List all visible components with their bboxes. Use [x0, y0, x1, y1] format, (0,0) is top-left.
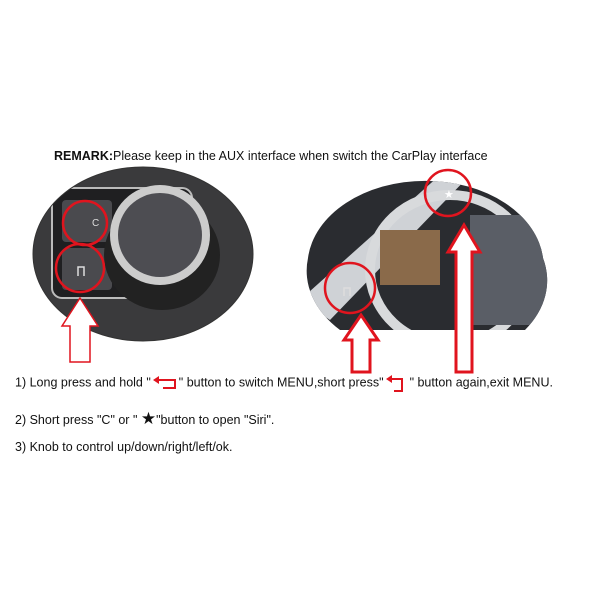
instruction-2: 2) Short press "C" or " ★"button to open… [15, 409, 274, 429]
instruction-text: " button again,exit MENU. [409, 375, 553, 390]
right-back-button-highlight [323, 261, 377, 315]
star-button-icon: ★ [444, 189, 454, 201]
star-icon: ★ [140, 409, 157, 428]
up-arrow-icon [445, 222, 483, 374]
left-controller-photo: C [33, 167, 253, 341]
instruction-text: " button to switch MENU,short press" [178, 375, 384, 390]
instruction-text: 1) Long press and hold " [15, 375, 151, 390]
back-arrow-icon [152, 376, 176, 389]
back-button-icon [77, 266, 85, 276]
back-button-icon [343, 287, 351, 296]
back-button-highlight [54, 242, 106, 294]
up-arrow-icon [341, 312, 381, 374]
instruction-3: 3) Knob to control up/down/right/left/ok… [15, 440, 233, 454]
up-arrow-icon [60, 296, 100, 363]
instruction-1: 1) Long press and hold " " button to swit… [15, 374, 553, 392]
instruction-text: 2) Short press "C" or " [15, 413, 141, 427]
remark-text: Please keep in the AUX interface when sw… [113, 149, 488, 163]
remark-note: REMARK:Please keep in the AUX interface … [54, 149, 488, 163]
instruction-text: "button to open "Siri". [156, 413, 275, 427]
right-controller-photo: ★ [306, 180, 548, 330]
remark-label: REMARK: [54, 149, 114, 163]
back-arrow-icon [385, 375, 403, 392]
c-button-label: C [92, 218, 99, 229]
star-button-highlight [423, 168, 473, 218]
